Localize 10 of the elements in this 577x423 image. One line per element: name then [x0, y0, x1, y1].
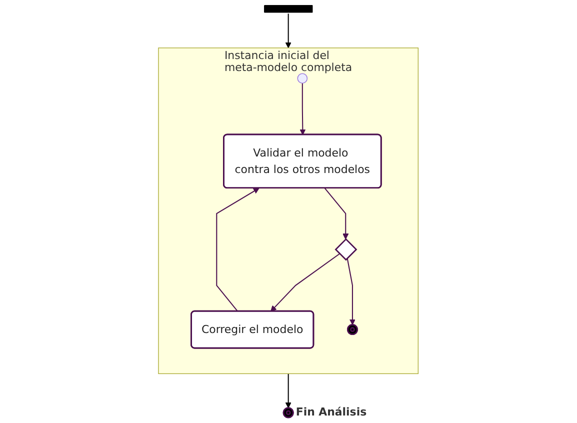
- arrow: [346, 258, 356, 326]
- arrow: [286, 14, 292, 48]
- arrow: [270, 253, 340, 312]
- arrow: [324, 188, 349, 240]
- arrow: [216, 188, 260, 312]
- arrow: [300, 83, 306, 136]
- node-diamond: [334, 238, 358, 261]
- node-circle: [297, 73, 308, 84]
- node-caption: Fin Análisis: [296, 406, 367, 419]
- arrow: [286, 374, 292, 408]
